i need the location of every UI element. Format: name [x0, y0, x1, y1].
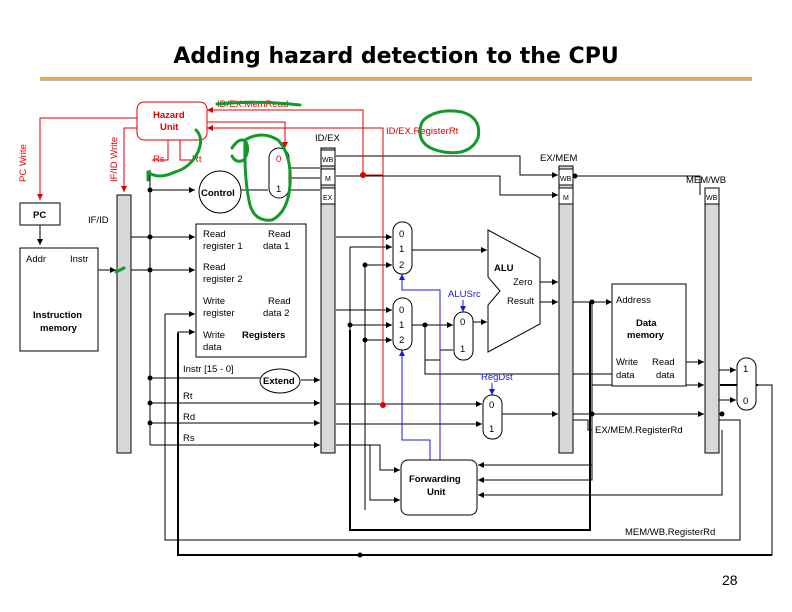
pc-write-label: PC Write: [18, 144, 29, 182]
control-mux-1: 1: [276, 184, 281, 195]
read-reg1-b: register 1: [203, 241, 243, 252]
page-number: 28: [722, 572, 738, 588]
control-mux-0: 0: [276, 154, 281, 165]
hazard-rs-label: Rs: [153, 154, 165, 165]
forwarding-unit: [400, 459, 478, 516]
title-rule-shadow: [40, 80, 752, 81]
fwd-a-1: 1: [399, 244, 404, 255]
registers-label: Registers: [242, 330, 285, 341]
addr-label: Addr: [26, 254, 46, 265]
exmem-m: M: [563, 195, 569, 202]
dm-address-label: Address: [616, 295, 651, 306]
forwarding-unit-label-2: Unit: [427, 487, 446, 498]
regdst-label: RegDst: [481, 372, 513, 383]
idex-label: ID/EX: [315, 133, 340, 144]
regdst-1: 1: [489, 424, 494, 435]
register-file: [195, 223, 307, 358]
forwarding-unit-label: Forwarding: [409, 474, 461, 485]
idex-registerrt-label: ID/EX.RegisterRt: [386, 126, 459, 137]
dm-write-a: Write: [616, 357, 638, 368]
alusrc-mux: [453, 311, 474, 361]
read-data2-b: data 2: [263, 308, 289, 319]
instruction-memory: [19, 247, 99, 352]
read-data2-a: Read: [268, 296, 291, 307]
alu: [487, 229, 541, 353]
idex-register: [320, 147, 336, 454]
alu-label: ALU: [494, 263, 514, 274]
hazard-unit: [136, 101, 208, 141]
write-reg-a: Write: [203, 296, 225, 307]
control-unit: [198, 170, 242, 214]
idex-m: M: [325, 176, 331, 183]
idex-memread-label: ID/EX.MemRead: [217, 99, 288, 110]
rt-field-label: Rt: [183, 391, 193, 402]
pc-register: [19, 202, 61, 226]
memwb-wb: WB: [706, 195, 718, 202]
hazard-unit-label-2: Unit: [160, 122, 179, 133]
control-label: Control: [201, 188, 235, 199]
alusrc-label: ALUSrc: [448, 289, 481, 300]
pc-label: PC: [33, 210, 46, 221]
hazard-wires: [37, 107, 384, 405]
memwb-register: [704, 187, 720, 454]
exmem-registerrd-label: EX/MEM.RegisterRd: [595, 425, 683, 436]
fwd-b-0: 0: [399, 305, 404, 316]
read-data1-a: Read: [268, 229, 291, 240]
alusrc-1: 1: [460, 344, 465, 355]
write-reg-b: register: [203, 308, 235, 319]
read-reg1-a: Read: [203, 229, 226, 240]
memwb-label: MEM/WB: [686, 175, 726, 186]
instr-label: Instr: [70, 254, 88, 265]
idex-wb: WB: [322, 157, 334, 164]
read-reg2-a: Read: [203, 262, 226, 273]
wb-mux: [736, 357, 757, 411]
alusrc-0: 0: [460, 317, 465, 328]
regdst-mux: [482, 394, 503, 440]
ifid-label: IF/ID: [88, 215, 109, 226]
dm-read-a: Read: [652, 357, 675, 368]
exmem-wb: WB: [560, 176, 572, 183]
instr-15-0-label: Instr [15 - 0]: [183, 364, 234, 375]
exmem-label: EX/MEM: [540, 153, 578, 164]
handwritten-annotations: [114, 100, 481, 274]
data-memory: [611, 283, 687, 387]
fwd-a-0: 0: [399, 229, 404, 240]
wb-mux-1: 1: [743, 364, 748, 375]
fwd-b-1: 1: [399, 320, 404, 331]
ifid-register: [116, 194, 132, 454]
regdst-0: 0: [489, 400, 494, 411]
dm-write-b: data: [616, 370, 635, 381]
read-reg2-b: register 2: [203, 274, 243, 285]
exmem-register: [558, 165, 574, 454]
instruction-memory-label: Instruction: [33, 310, 82, 321]
wb-mux-0: 0: [743, 396, 748, 407]
junction-dots: [147, 173, 725, 558]
page-title: Adding hazard detection to the CPU: [173, 44, 619, 69]
rd-field-label: Rd: [183, 412, 195, 423]
sign-extend: [259, 368, 301, 394]
extend-label: Extend: [263, 376, 295, 387]
hazard-rt-label: Rt: [192, 154, 202, 165]
alu-zero-label: Zero: [513, 277, 533, 288]
fwd-a-2: 2: [399, 260, 404, 271]
forward-control-wires: [399, 274, 495, 460]
write-data-b: data: [203, 342, 222, 353]
dm-read-b: data: [656, 370, 675, 381]
hazard-unit-label: Hazard: [153, 110, 185, 121]
alu-result-label: Result: [507, 296, 534, 307]
forward-mux-a: [392, 221, 413, 275]
ifid-write-label: IF/ID Write: [109, 137, 120, 182]
title-rule: [40, 77, 752, 80]
fwd-b-2: 2: [399, 335, 404, 346]
write-data-a: Write: [203, 330, 225, 341]
dm-label: Data: [636, 318, 657, 329]
rs-field-label: Rs: [183, 433, 195, 444]
memwb-registerrd-label: MEM/WB.RegisterRd: [625, 527, 715, 538]
instruction-memory-label-2: memory: [40, 323, 78, 334]
read-data1-b: data 1: [263, 241, 289, 252]
forward-mux-b: [392, 297, 413, 351]
dm-label-2: memory: [627, 330, 665, 341]
idex-ex: EX: [323, 195, 333, 202]
